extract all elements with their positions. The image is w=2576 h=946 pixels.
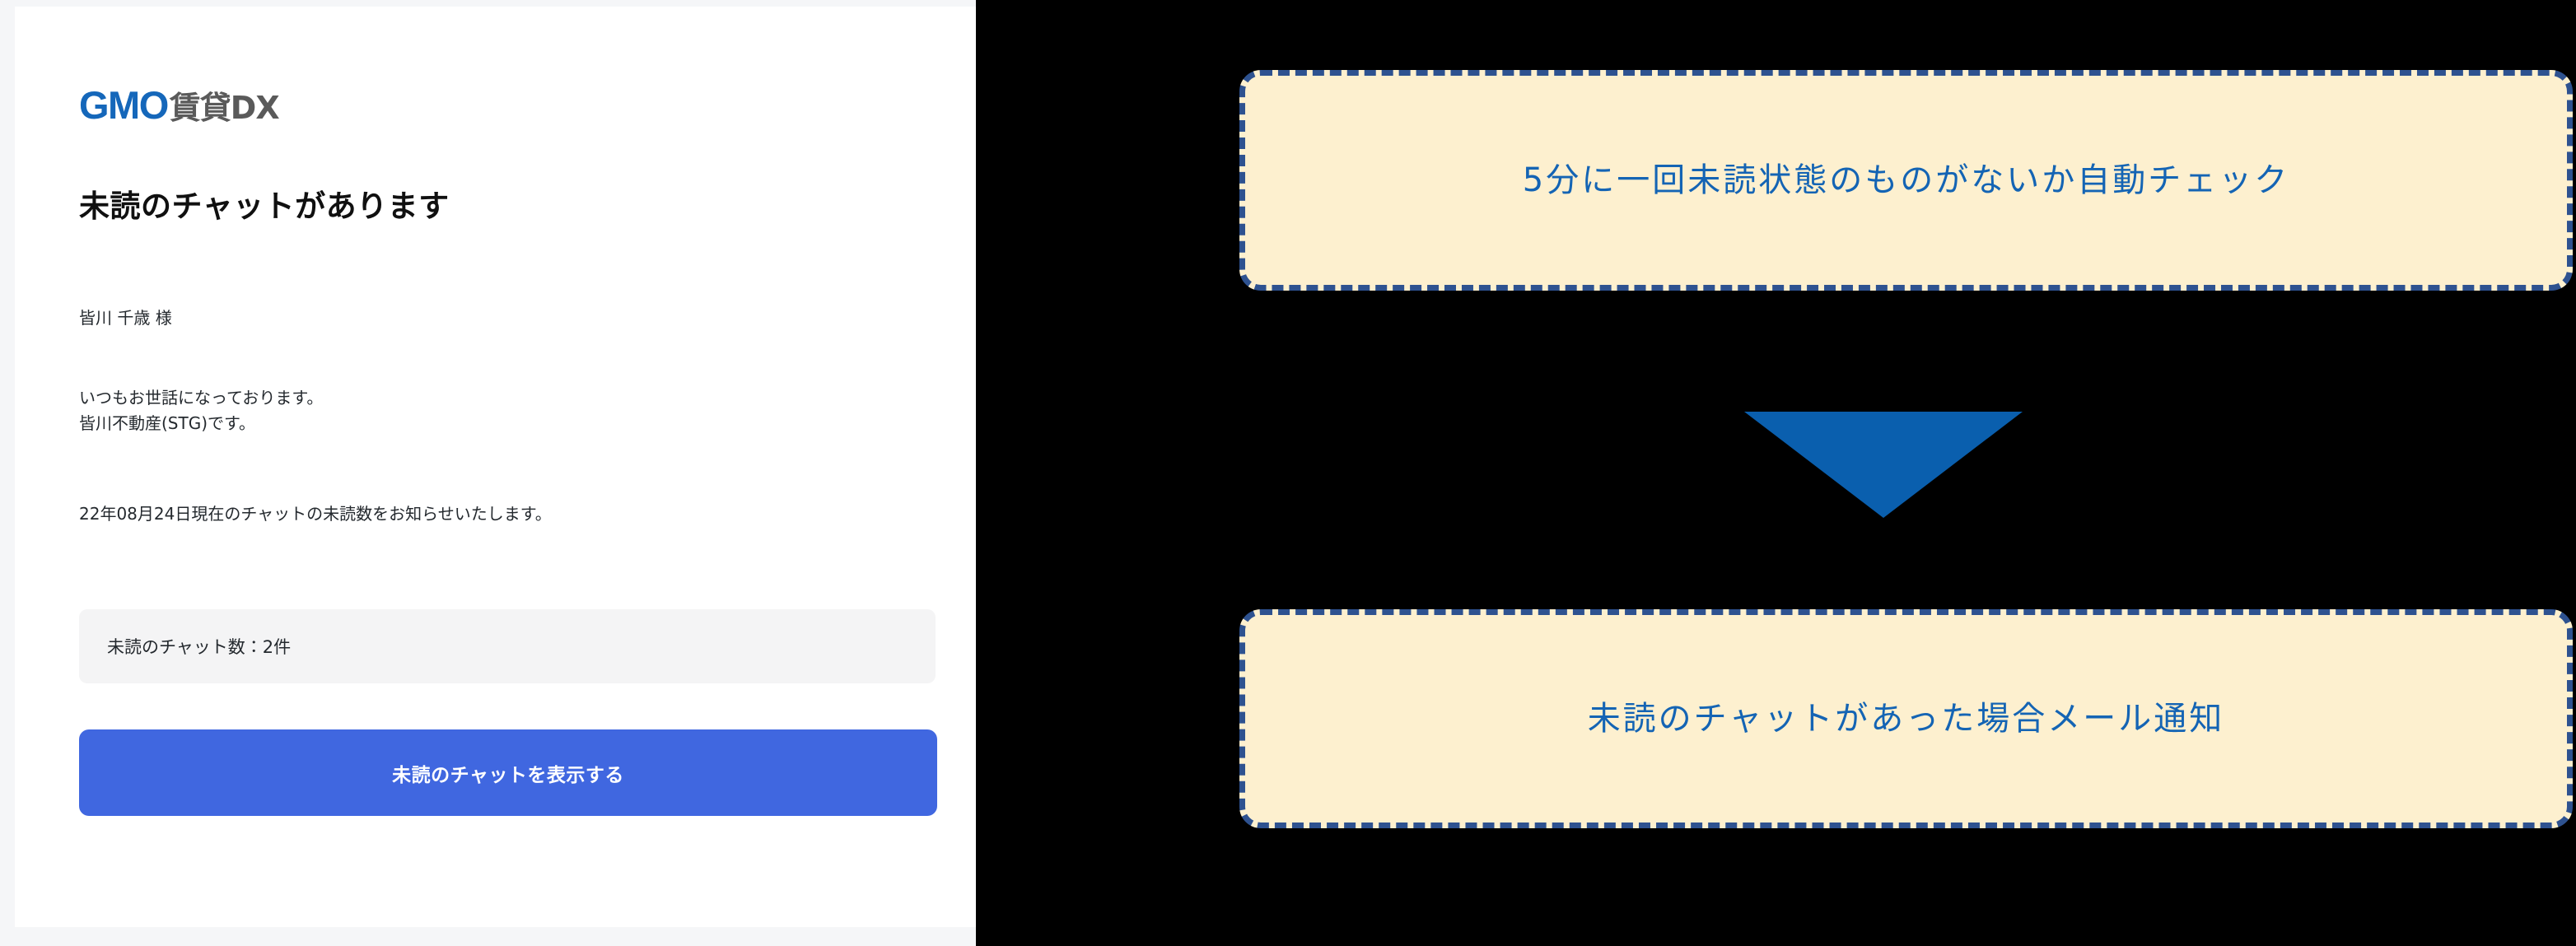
- flow-step-auto-check-label: 5分に一回未読状態のものがないか自動チェック: [1522, 161, 2290, 199]
- recipient-name: 皆川 千歳 様: [79, 308, 172, 328]
- show-unread-chats-button-label: 未読のチャットを表示する: [392, 764, 624, 786]
- email-heading: 未読のチャットがあります: [79, 189, 450, 224]
- flow-step-auto-check: 5分に一回未読状態のものがないか自動チェック: [1239, 70, 2573, 291]
- unread-count-label: 未読のチャット数：2件: [107, 637, 292, 657]
- flow-arrow-down-icon: [1744, 412, 2023, 518]
- greeting-paragraph: いつもお世話になっております。 皆川不動産(STG)です。: [79, 388, 324, 433]
- unread-count-box: 未読のチャット数：2件: [79, 609, 936, 683]
- notice-paragraph: 22年08月24日現在のチャットの未読数をお知らせいたします。: [79, 504, 552, 524]
- logo-suffix-text: 賃貸DX: [169, 90, 280, 126]
- flow-diagram: 5分に一回未読状態のものがないか自動チェック 未読のチャットがあった場合メール通…: [976, 0, 2576, 946]
- flow-step-mail-notify: 未読のチャットがあった場合メール通知: [1239, 609, 2573, 828]
- gmo-chintai-dx-logo: GMO 賃貸DX: [79, 83, 280, 127]
- email-card: GMO 賃貸DX 未読のチャットがあります 皆川 千歳 様 いつもお世話になって…: [15, 7, 976, 927]
- flow-step-mail-notify-label: 未読のチャットがあった場合メール通知: [1587, 700, 2225, 738]
- show-unread-chats-button[interactable]: 未読のチャットを表示する: [79, 729, 937, 816]
- email-preview-panel: GMO 賃貸DX 未読のチャットがあります 皆川 千歳 様 いつもお世話になって…: [0, 0, 976, 946]
- logo-gmo-text: GMO: [79, 83, 169, 127]
